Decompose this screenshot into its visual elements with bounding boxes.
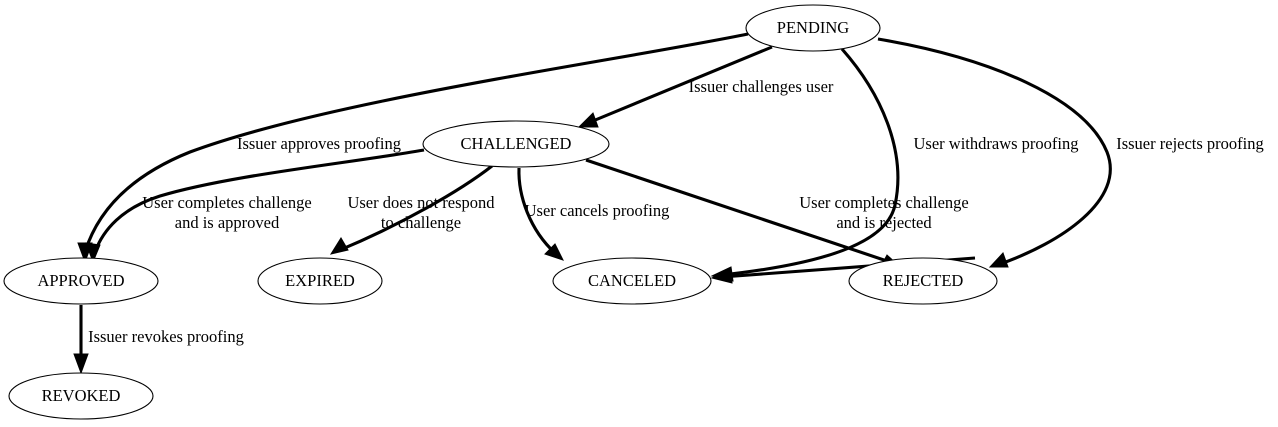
edge-approved-revoked-arrowhead bbox=[73, 353, 89, 375]
edge-label-line-2: and is approved bbox=[175, 213, 280, 232]
edge-challenged-expired[interactable] bbox=[329, 164, 493, 255]
node-canceled-ellipse bbox=[552, 257, 712, 305]
edge-challenged-approved-path bbox=[93, 148, 425, 253]
node-pending[interactable]: PENDING bbox=[745, 4, 881, 52]
edge-pending-rejected-path bbox=[877, 37, 1112, 266]
edge-rightside-to-canceled-arrowhead bbox=[710, 268, 733, 284]
edge-challenged-approved[interactable] bbox=[85, 148, 425, 264]
node-canceled-label: CANCELED bbox=[588, 271, 676, 290]
edge-challenged-canceled-path bbox=[517, 167, 557, 255]
edge-challenged-expired-arrowhead bbox=[329, 237, 349, 255]
node-challenged[interactable]: CHALLENGED bbox=[422, 120, 610, 168]
edge-label-user-does-not-respond: User does not respond to challenge bbox=[347, 193, 495, 232]
node-expired-label: EXPIRED bbox=[285, 271, 355, 290]
edge-layer bbox=[73, 32, 1112, 375]
edge-pending-rejected[interactable] bbox=[877, 37, 1112, 268]
edge-approved-revoked[interactable] bbox=[73, 305, 89, 375]
node-rejected-ellipse bbox=[848, 257, 998, 305]
edge-pending-canceled-path bbox=[721, 47, 900, 277]
node-expired-ellipse bbox=[257, 257, 383, 305]
node-pending-ellipse bbox=[745, 4, 881, 52]
node-approved-label: APPROVED bbox=[37, 271, 124, 290]
edge-pending-challenged[interactable] bbox=[577, 45, 773, 128]
edge-pending-rejected-arrowhead bbox=[988, 252, 1009, 268]
node-revoked-ellipse bbox=[8, 372, 154, 420]
node-rejected[interactable]: REJECTED bbox=[848, 257, 998, 305]
edge-challenged-canceled[interactable] bbox=[517, 167, 564, 261]
node-revoked[interactable]: REVOKED bbox=[8, 372, 154, 420]
node-challenged-label: CHALLENGED bbox=[461, 134, 572, 153]
edge-label-line-2: and is rejected bbox=[836, 213, 932, 232]
node-canceled[interactable]: CANCELED bbox=[552, 257, 712, 305]
edge-label-user-completes-challenge-rejected: User completes challenge and is rejected bbox=[799, 193, 969, 232]
edge-label-user-cancels-proofing: User cancels proofing bbox=[525, 201, 670, 220]
edge-pending-challenged-path bbox=[587, 45, 773, 125]
edge-label-issuer-approves-proofing: Issuer approves proofing bbox=[237, 134, 401, 153]
edge-label-user-withdraws-proofing: User withdraws proofing bbox=[914, 134, 1079, 153]
node-rejected-label: REJECTED bbox=[883, 271, 964, 290]
node-challenged-ellipse bbox=[422, 120, 610, 168]
node-approved[interactable]: APPROVED bbox=[3, 257, 159, 305]
edge-label-issuer-rejects-proofing: Issuer rejects proofing bbox=[1116, 134, 1264, 153]
edge-label-line-1: User completes challenge bbox=[142, 193, 312, 212]
edge-label-issuer-revokes-proofing: Issuer revokes proofing bbox=[88, 327, 244, 346]
edge-label-line-1: User completes challenge bbox=[799, 193, 969, 212]
edge-label-line-2: to challenge bbox=[381, 213, 461, 232]
edge-challenged-canceled-arrowhead bbox=[544, 243, 564, 261]
edge-challenged-approved-arrowhead bbox=[85, 242, 101, 264]
node-revoked-label: REVOKED bbox=[42, 386, 121, 405]
edge-pending-challenged-arrowhead bbox=[577, 112, 599, 128]
node-layer: PENDING CHALLENGED APPROVED EXPIRED CANC… bbox=[3, 4, 998, 420]
edge-challenged-expired-path bbox=[339, 164, 493, 252]
node-approved-ellipse bbox=[3, 257, 159, 305]
edge-challenged-rejected-path bbox=[585, 158, 891, 264]
edge-pending-approved-path bbox=[83, 32, 749, 253]
node-expired[interactable]: EXPIRED bbox=[257, 257, 383, 305]
edge-label-line-1: User does not respond bbox=[347, 193, 495, 212]
node-pending-label: PENDING bbox=[777, 18, 849, 37]
edge-label-user-completes-challenge-approved: User completes challenge and is approved bbox=[142, 193, 312, 232]
edge-label-issuer-challenges-user: Issuer challenges user bbox=[689, 77, 834, 96]
edge-label-layer: Issuer approves proofing Issuer challeng… bbox=[88, 77, 1264, 346]
